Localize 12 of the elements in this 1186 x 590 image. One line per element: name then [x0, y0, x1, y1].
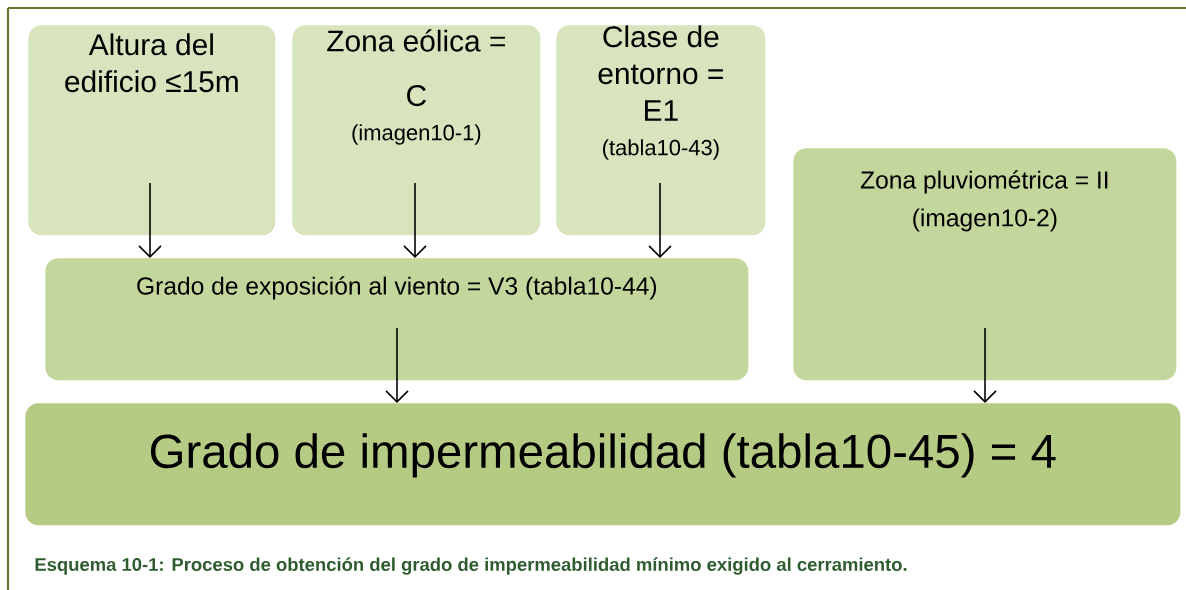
process-box: Zona pluviométrica = II (imagen10-2): [793, 148, 1177, 381]
arrow: [138, 182, 162, 258]
arrow: [648, 182, 672, 258]
arrow: [973, 327, 997, 403]
caption: Esquema 10-1: Proceso de obtención del grado de impermeabilidad mínimo exigido al cerramiento.: [35, 557, 907, 575]
process-box: Grado de exposición al viento = V3 (tabla10-44): [45, 258, 749, 381]
arrow: [403, 182, 427, 258]
process-box: Zona eólica = C (imagen10-1): [292, 25, 541, 236]
arrow: [385, 327, 409, 403]
process-box: Altura del edificio ≤15m: [28, 25, 276, 236]
process-box: Grado de impermeabilidad (tabla10-45) = 4: [25, 403, 1181, 526]
process-box: Clase de entorno = E1 (tabla10-43): [556, 25, 766, 236]
